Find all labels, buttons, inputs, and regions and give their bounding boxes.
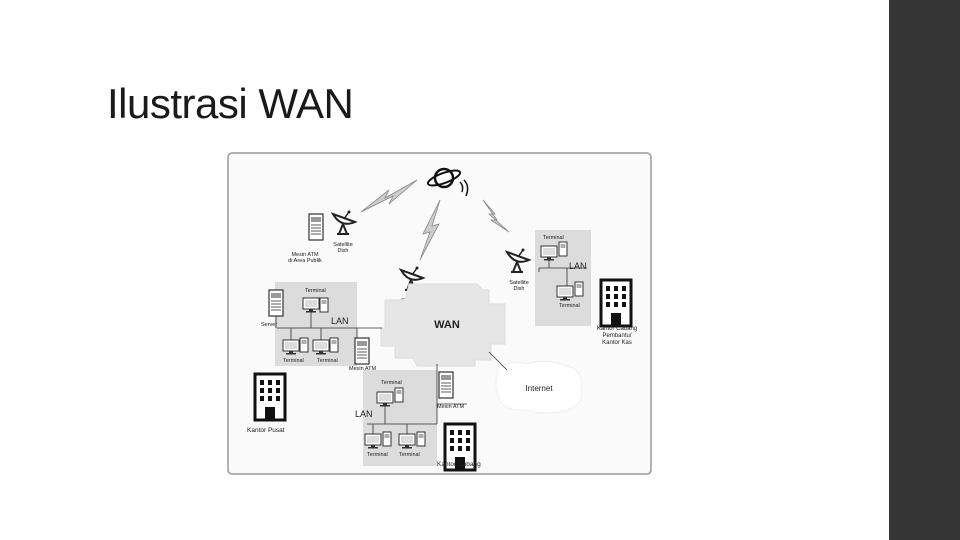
- terminal-label: Terminal: [305, 288, 326, 294]
- terminal-label: Terminal: [317, 358, 338, 364]
- slide-title: Ilustrasi WAN: [107, 80, 354, 127]
- lan-label: LAN: [331, 316, 349, 326]
- building-icon: [253, 372, 287, 422]
- terminal-label: Terminal: [543, 235, 564, 241]
- sidebar-bar: [889, 0, 960, 540]
- terminal-label: Terminal: [283, 358, 304, 364]
- lan-box-pusat: [275, 282, 357, 366]
- mesin-atm-label: Mesin ATM: [437, 404, 465, 410]
- mesin-atm-label: Mesin ATM: [349, 366, 377, 372]
- server-icon: [268, 289, 284, 317]
- terminal-label: Terminal: [399, 452, 420, 458]
- lan-label: LAN: [355, 409, 373, 419]
- signal-bolt: [360, 179, 418, 213]
- internet-cloud: Internet: [495, 360, 583, 414]
- kantor-cabang-label: Kantor Cabang: [437, 461, 481, 468]
- lan-box-cabang: [363, 370, 437, 466]
- satellite-icon: [426, 167, 469, 197]
- kantor-pusat-label: Kantor Pusat: [247, 427, 285, 434]
- atm-public-icon: [308, 213, 324, 241]
- internet-label: Internet: [525, 384, 553, 393]
- server-label: Server: [261, 322, 277, 328]
- atm-icon: [354, 337, 370, 365]
- building-icon: [599, 278, 633, 328]
- signal-bolt: [419, 199, 441, 261]
- terminal-label: Terminal: [381, 380, 402, 386]
- lan-label: LAN: [569, 261, 587, 271]
- wan-cloud: WAN: [380, 283, 506, 367]
- terminal-label: Terminal: [559, 303, 580, 309]
- signal-bolt: [482, 199, 510, 233]
- terminal-label: Terminal: [367, 452, 388, 458]
- wan-label: WAN: [434, 319, 460, 331]
- atm-icon: [438, 371, 454, 399]
